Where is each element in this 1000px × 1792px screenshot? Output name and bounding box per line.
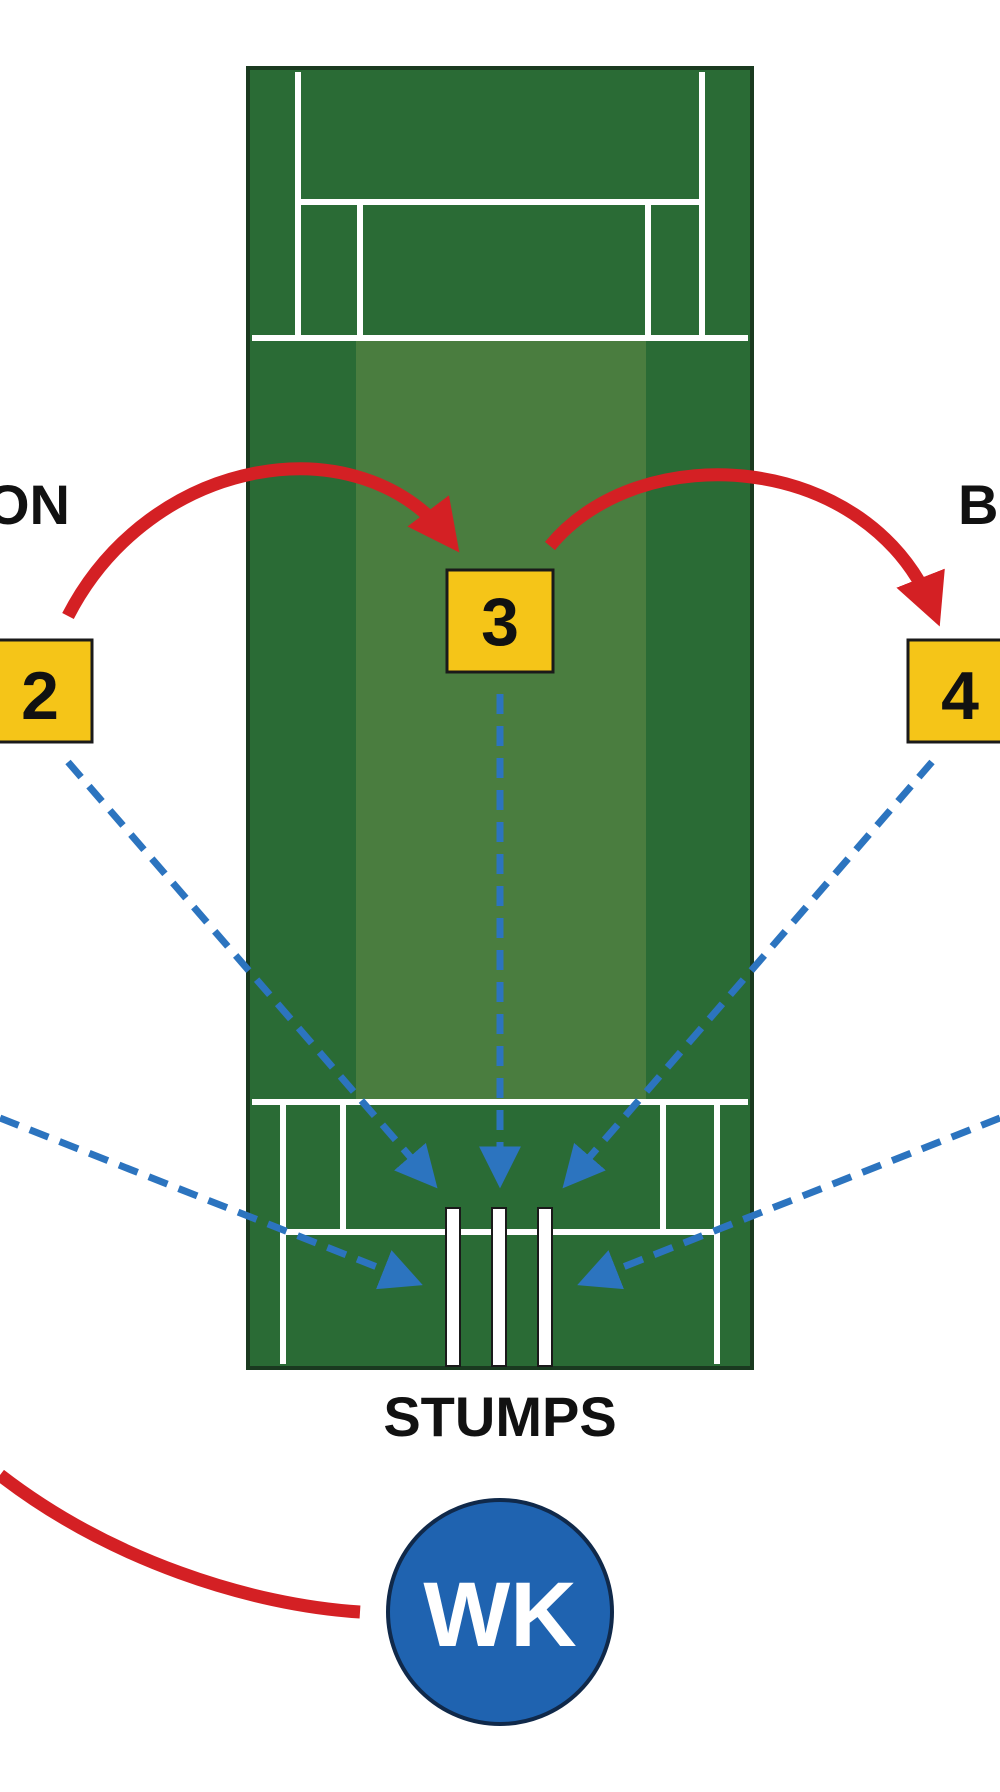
marker-3-box — [445, 568, 555, 674]
throw-line-4 — [562, 759, 935, 1189]
stump-right — [537, 1207, 553, 1367]
throw-line-left-low — [0, 1114, 423, 1290]
left-side-label: ON — [0, 473, 70, 536]
stumps — [445, 1207, 553, 1367]
marker-2-label: 2 — [21, 658, 59, 734]
rotation-arrows — [0, 462, 945, 1619]
rotation-arrow-keeper — [0, 1469, 361, 1619]
wicket-keeper-circle — [386, 1498, 614, 1726]
rotation-arrow-2-to-3 — [62, 462, 460, 619]
throw-line-2 — [65, 759, 438, 1189]
pitch-center-strip — [356, 340, 646, 1100]
marker-2-box — [0, 638, 94, 744]
throw-lines — [0, 694, 1000, 1290]
top-crease-lines — [252, 72, 748, 341]
marker-2: 2 — [0, 638, 94, 744]
marker-4-label: 4 — [941, 658, 979, 734]
wicket-keeper-label: WK — [423, 1564, 576, 1666]
throw-line-right-low — [577, 1114, 1000, 1290]
stump-left — [445, 1207, 461, 1367]
pitch — [246, 66, 754, 1370]
right-side-label: BA — [958, 473, 1000, 536]
stump-middle — [491, 1207, 507, 1367]
marker-4-box — [906, 638, 1000, 744]
wicket-keeper: WK — [386, 1498, 614, 1726]
rotation-arrow-3-to-4 — [544, 468, 945, 627]
stumps-label: STUMPS — [383, 1385, 616, 1448]
marker-4: 4 — [906, 638, 1000, 744]
marker-3-label: 3 — [481, 584, 519, 660]
marker-3: 3 — [445, 568, 555, 674]
